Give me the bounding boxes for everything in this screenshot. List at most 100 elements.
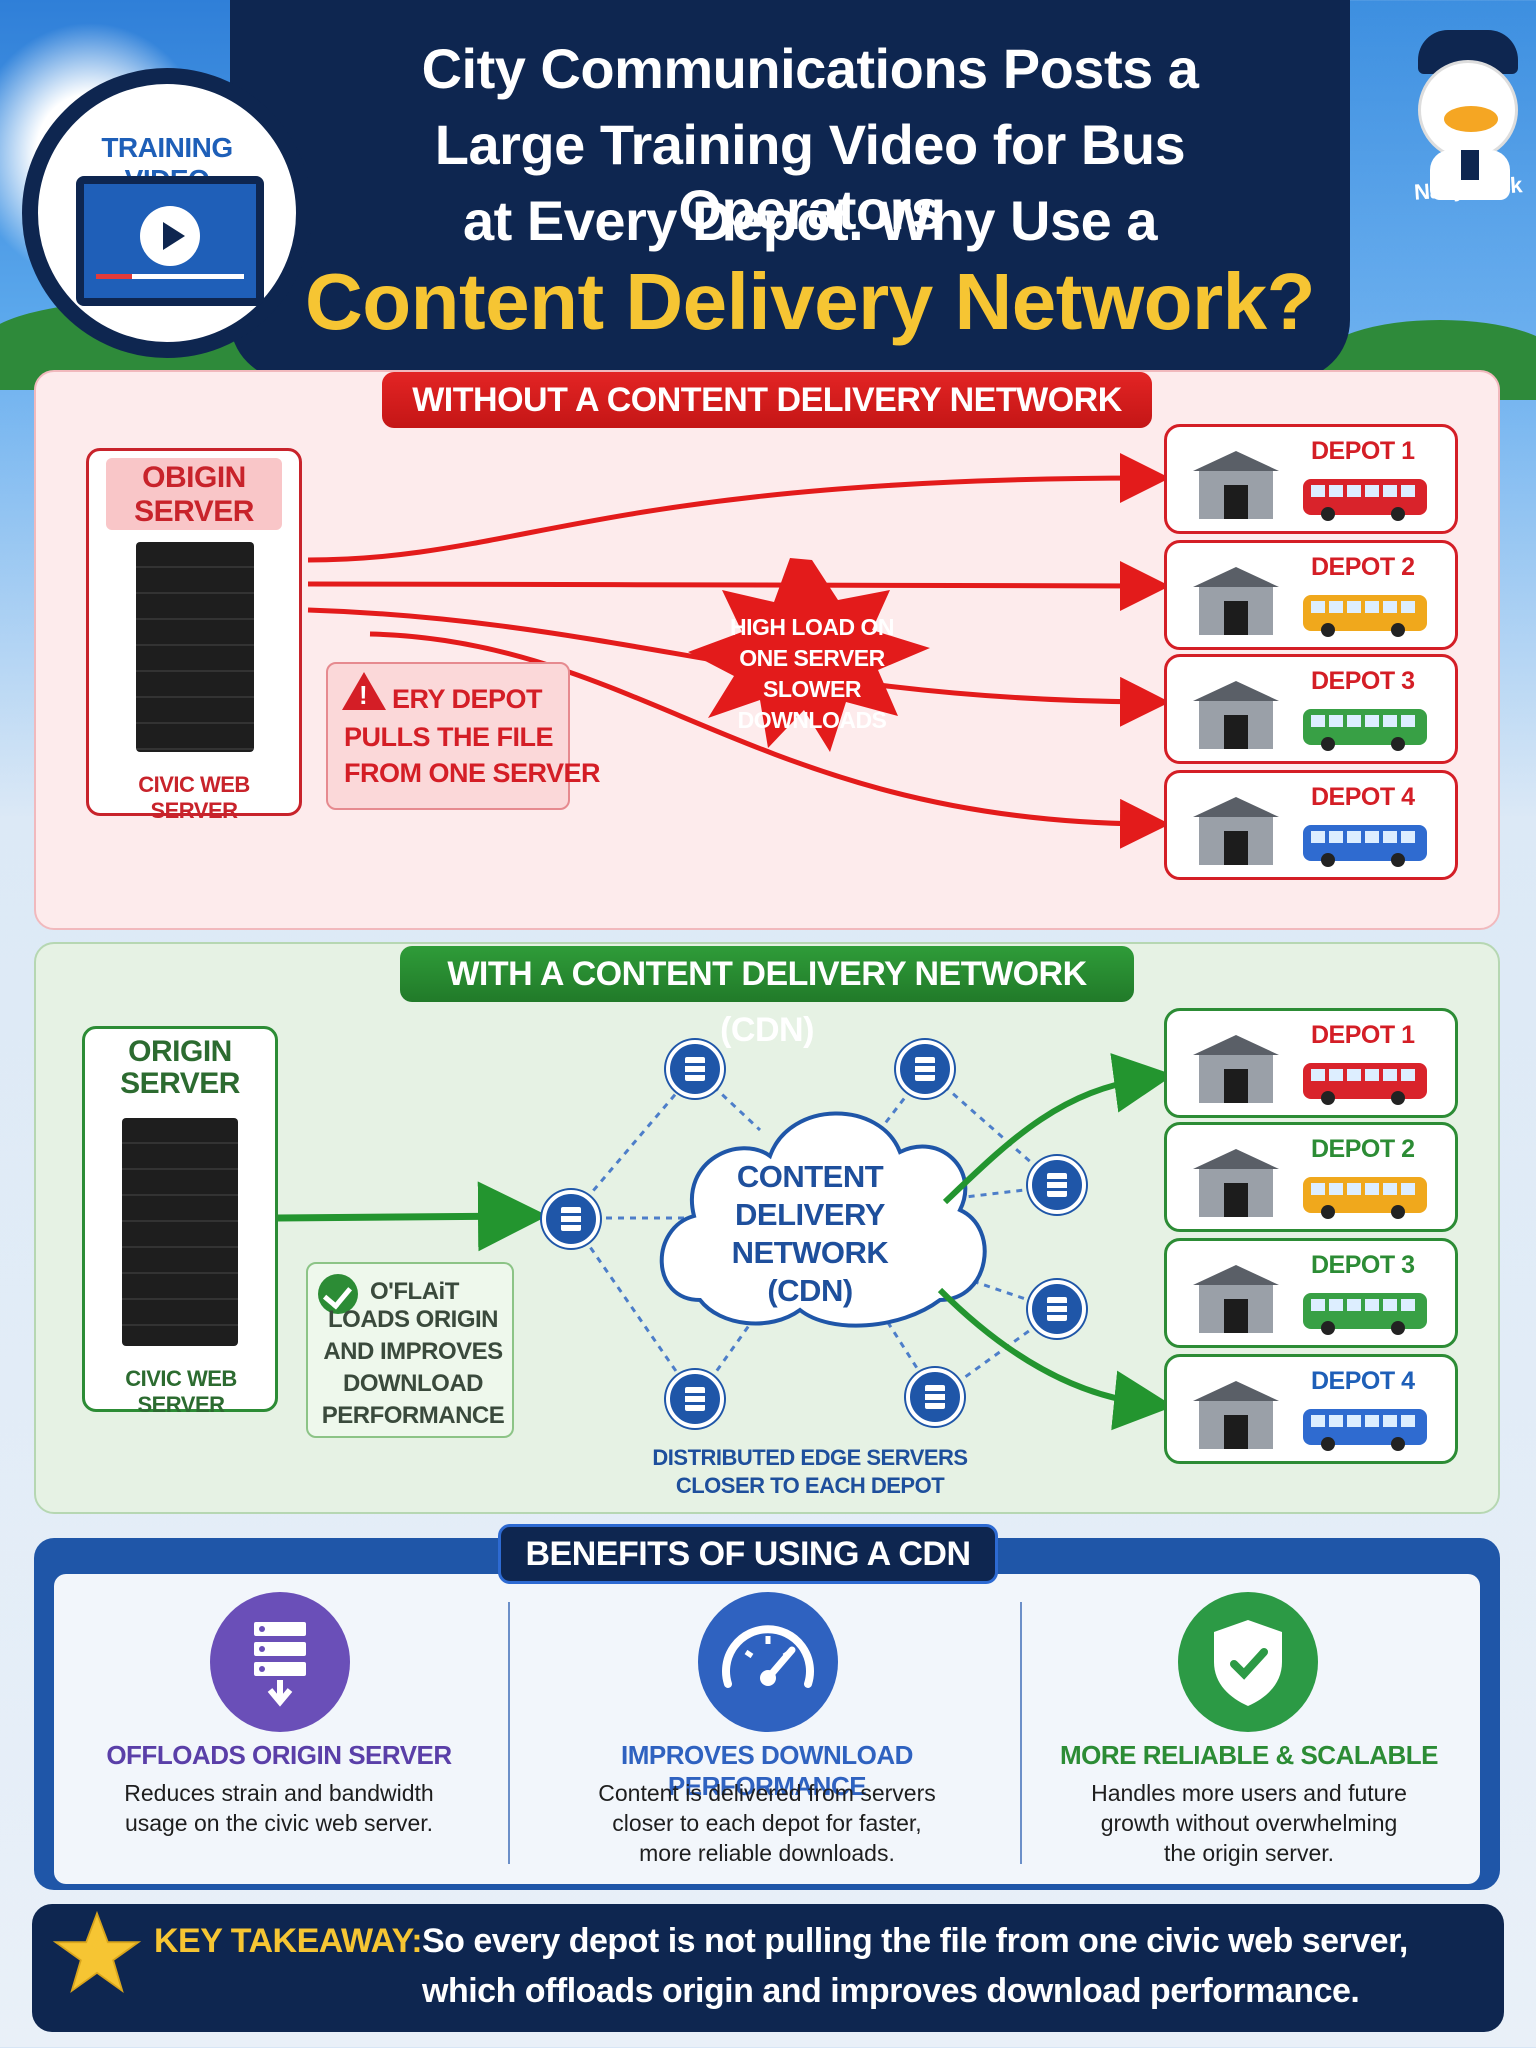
benefit-title: OFFLOADS ORIGIN SERVER xyxy=(106,1740,452,1770)
high-load-burst xyxy=(688,558,930,752)
key-takeaway-line-1: So every depot is not pulling the file f… xyxy=(422,1922,1408,1960)
depot-card: DEPOT 3 xyxy=(1164,654,1458,764)
depot-label: DEPOT 4 xyxy=(1311,783,1415,811)
note-line-5: PERFORMANCE xyxy=(321,1402,505,1429)
high-load-label: HIGH LOAD ON ONE SERVER SLOWER DOWNLOADS xyxy=(712,612,912,736)
check-icon xyxy=(318,1274,358,1314)
video-screen-icon xyxy=(76,176,264,306)
depot-building-icon xyxy=(1193,1149,1279,1217)
edge-server-icon xyxy=(1028,1280,1086,1338)
edge-server-icon xyxy=(906,1368,964,1426)
depot-label: DEPOT 3 xyxy=(1311,1251,1415,1279)
origin-title-line-2: SERVER xyxy=(120,1067,240,1100)
warning-line-2: PULLS THE FILE xyxy=(344,722,554,752)
shield-check-icon xyxy=(1178,1592,1318,1732)
origin-title-line-1: OBIGIN xyxy=(142,461,246,494)
depot-card: DEPOT 4 xyxy=(1164,1354,1458,1464)
arrow-to-depot-2 xyxy=(307,560,1170,611)
depot-label: DEPOT 4 xyxy=(1311,1367,1415,1395)
note-line-3: AND IMPROVES xyxy=(323,1338,503,1365)
cloud-line-2: DELIVERY xyxy=(735,1197,885,1232)
cdn-cloud xyxy=(659,1111,987,1328)
play-icon xyxy=(140,206,200,266)
bus-icon xyxy=(1303,479,1427,521)
with-cdn-banner: WITH A CONTENT DELIVERY NETWORK (CDN) xyxy=(400,946,1134,1049)
benefit-desc-line: more reliable downloads. xyxy=(639,1840,895,1866)
depot-card: DEPOT 3 xyxy=(1164,1238,1458,1348)
edge-server-icon xyxy=(542,1190,600,1248)
edge-caption-line-1: DISTRIBUTED EDGE SERVERS xyxy=(652,1445,968,1470)
depot-label: DEPOT 1 xyxy=(1311,437,1415,465)
depot-building-icon xyxy=(1193,681,1279,749)
edge-caption-line-2: CLOSER TO EACH DEPOT xyxy=(675,1473,945,1498)
depot-card: DEPOT 2 xyxy=(1164,1122,1458,1232)
note-line-4: DOWNLOAD xyxy=(343,1370,483,1397)
cloud-line-1: CONTENT xyxy=(736,1159,884,1194)
depot-card: DEPOT 2 xyxy=(1164,540,1458,650)
depot-building-icon xyxy=(1193,567,1279,635)
benefit-desc-line: growth without overwhelming xyxy=(1100,1810,1398,1836)
benefit-desc-line: usage on the civic web server. xyxy=(124,1810,434,1836)
burst-line-2: ONE SERVER xyxy=(739,645,885,671)
depot-card: DEPOT 1 xyxy=(1164,1008,1458,1118)
depot-card: DEPOT 1 xyxy=(1164,424,1458,534)
bus-icon xyxy=(1303,1177,1427,1219)
speedometer-icon xyxy=(698,1592,838,1732)
warning-line-3: FROM ONE SERVER xyxy=(344,758,601,788)
burst-line-1: HIGH LOAD ON xyxy=(730,614,894,640)
benefit-desc-line: the origin server. xyxy=(1163,1840,1335,1866)
without-cdn-banner: WITHOUT A CONTENT DELIVERY NETWORK xyxy=(382,372,1152,428)
origin-server-title: ORIGIN SERVER xyxy=(92,1036,268,1100)
edge-servers-caption: DISTRIBUTED EDGE SERVERS CLOSER TO EACH … xyxy=(600,1444,1020,1500)
edge-server-icon xyxy=(1028,1156,1086,1214)
benefit-divider xyxy=(508,1602,510,1864)
depot-building-icon xyxy=(1193,1265,1279,1333)
edge-server-icon xyxy=(666,1370,724,1428)
benefit-desc-line: Handles more users and future xyxy=(1091,1780,1407,1806)
bus-icon xyxy=(1303,1293,1427,1335)
title-line-1: City Communications Posts a xyxy=(421,37,1199,100)
bus-icon xyxy=(1303,595,1427,637)
edge-server-icon xyxy=(666,1040,724,1098)
cloud-line-4: (CDN) xyxy=(767,1273,853,1308)
depot-card: DEPOT 4 xyxy=(1164,770,1458,880)
benefit-title: IMPROVES DOWNLOAD PERFORMANCE xyxy=(621,1740,913,1801)
depot-building-icon xyxy=(1193,451,1279,519)
warning-icon xyxy=(342,672,386,711)
bus-icon xyxy=(1303,1409,1427,1451)
mascot-beak xyxy=(1444,106,1498,132)
benefit-title: MORE RELIABLE & SCALABLE xyxy=(1060,1740,1439,1770)
note-line-1: O'FLAiT xyxy=(370,1278,459,1305)
depot-label: DEPOT 3 xyxy=(1311,667,1415,695)
civic-web-server-label: CIVIC WEB SERVER xyxy=(125,1366,237,1417)
mascot-tie xyxy=(1461,150,1479,180)
origin-title-line-1: ORIGIN xyxy=(128,1035,232,1068)
title-line-3: at Every Depot. Why Use a xyxy=(463,189,1157,252)
key-takeaway-label: KEY TAKEAWAY: xyxy=(154,1922,423,1960)
note-line-2: LOADS ORIGIN xyxy=(327,1306,499,1333)
cdn-to-depot-1-arrow xyxy=(942,1053,1174,1205)
star-icon xyxy=(52,1910,142,1994)
key-takeaway-line-2: which offloads origin and improves downl… xyxy=(422,1972,1360,2010)
depot-building-icon xyxy=(1193,1381,1279,1449)
progress-bar-icon xyxy=(96,274,244,279)
civic-web-server-label: CIVIC WEB SERVER xyxy=(138,772,250,823)
depot-label: DEPOT 1 xyxy=(1311,1021,1415,1049)
origin-server-card xyxy=(82,1026,278,1412)
server-download-icon xyxy=(210,1592,350,1732)
depot-label: DEPOT 2 xyxy=(1311,553,1415,581)
bus-icon xyxy=(1303,825,1427,867)
origin-title-line-2: SERVER xyxy=(134,495,254,528)
depot-building-icon xyxy=(1193,1035,1279,1103)
title-highlight: Content Delivery Network? xyxy=(305,257,1315,346)
cdn-cloud-label: CONTENT DELIVERY NETWORK (CDN) xyxy=(700,1158,920,1310)
burst-line-3: SLOWER xyxy=(763,676,861,702)
arrow-to-depot-4 xyxy=(369,631,1170,849)
benefit-desc-line: Content is delivered from servers xyxy=(598,1780,936,1806)
header-banner xyxy=(230,0,1350,380)
arrow-to-depot-1 xyxy=(307,453,1170,563)
origin-server-title: OBIGIN SERVER xyxy=(106,458,282,530)
warning-line-1: ERY DEPOT xyxy=(392,684,543,714)
key-takeaway-bar xyxy=(32,1904,1504,2032)
